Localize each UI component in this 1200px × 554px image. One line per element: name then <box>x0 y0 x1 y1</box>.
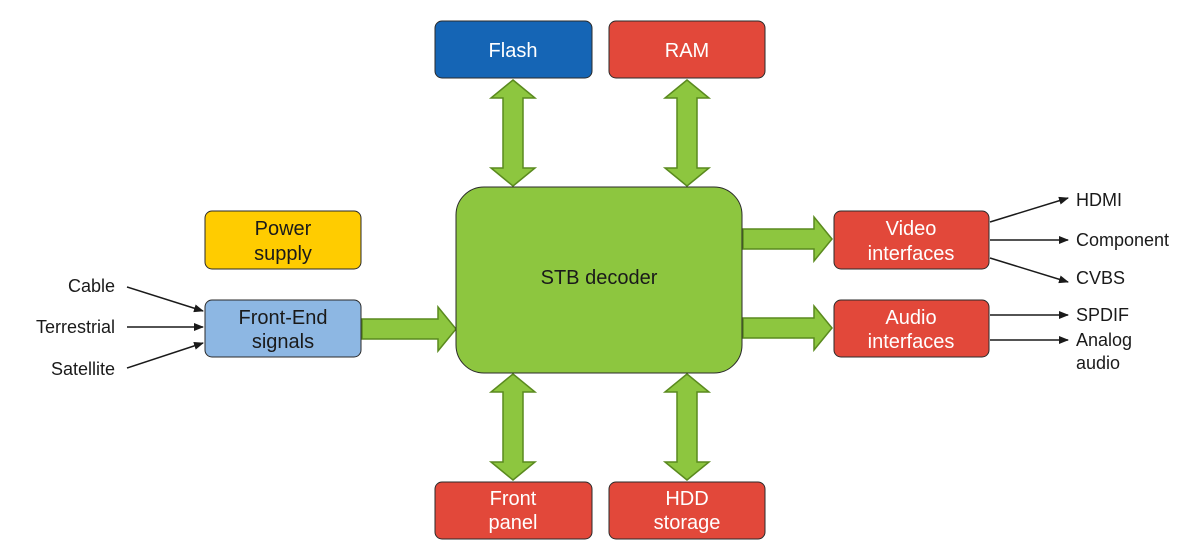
frontend-block: Front-End signals <box>204 299 362 358</box>
input-lines <box>126 286 204 369</box>
hdd-label-line1: HDD <box>665 488 708 510</box>
decoder-block: STB decoder <box>455 186 743 374</box>
ram-label: RAM <box>665 40 709 62</box>
frontend-decoder-arrow <box>361 304 457 354</box>
satellite-label: Satellite <box>51 359 115 379</box>
decoder-video-arrow <box>742 214 833 264</box>
frontpanel-decoder-arrow <box>488 373 538 481</box>
cvbs-line <box>989 257 1069 284</box>
decoder-label: STB decoder <box>541 267 658 289</box>
front-panel-label-line2: panel <box>489 512 538 534</box>
video-label-line2: interfaces <box>868 243 955 265</box>
output-labels: HDMI Component CVBS SPDIF Analog audio <box>1076 190 1169 373</box>
flash-block: Flash <box>434 20 593 79</box>
audio-label-line1: Audio <box>885 307 936 329</box>
power-label-line1: Power <box>255 218 312 240</box>
hdd-decoder-arrow <box>662 373 712 481</box>
output-lines <box>989 196 1069 344</box>
cable-line <box>126 286 204 313</box>
video-label-line1: Video <box>886 218 937 240</box>
ram-decoder-arrow <box>662 79 712 187</box>
power-supply-block: Power supply <box>204 210 362 270</box>
satellite-line <box>126 342 204 369</box>
hdmi-line <box>989 196 1069 223</box>
audio-interfaces-block: Audio interfaces <box>833 299 990 358</box>
hdd-storage-block: HDD storage <box>608 481 766 540</box>
ram-block: RAM <box>608 20 766 79</box>
flash-label: Flash <box>489 40 538 62</box>
hdd-label-line2: storage <box>654 512 721 534</box>
spdif-label: SPDIF <box>1076 305 1129 325</box>
flash-decoder-arrow <box>488 79 538 187</box>
hdmi-label: HDMI <box>1076 190 1122 210</box>
decoder-audio-arrow <box>742 303 833 353</box>
green-connectors <box>361 79 833 481</box>
front-panel-label-line1: Front <box>490 488 537 510</box>
video-interfaces-block: Video interfaces <box>833 210 990 270</box>
front-panel-block: Front panel <box>434 481 593 540</box>
frontend-label-line1: Front-End <box>239 307 328 329</box>
analog-label: Analog <box>1076 330 1132 350</box>
terrestrial-label: Terrestrial <box>36 317 115 337</box>
audio-label-line2: interfaces <box>868 331 955 353</box>
audio-label: audio <box>1076 353 1120 373</box>
input-labels: Cable Terrestrial Satellite <box>36 276 115 379</box>
cable-label: Cable <box>68 276 115 296</box>
cvbs-label: CVBS <box>1076 268 1125 288</box>
power-label-line2: supply <box>254 243 312 265</box>
frontend-label-line2: signals <box>252 331 314 353</box>
component-label: Component <box>1076 230 1169 250</box>
